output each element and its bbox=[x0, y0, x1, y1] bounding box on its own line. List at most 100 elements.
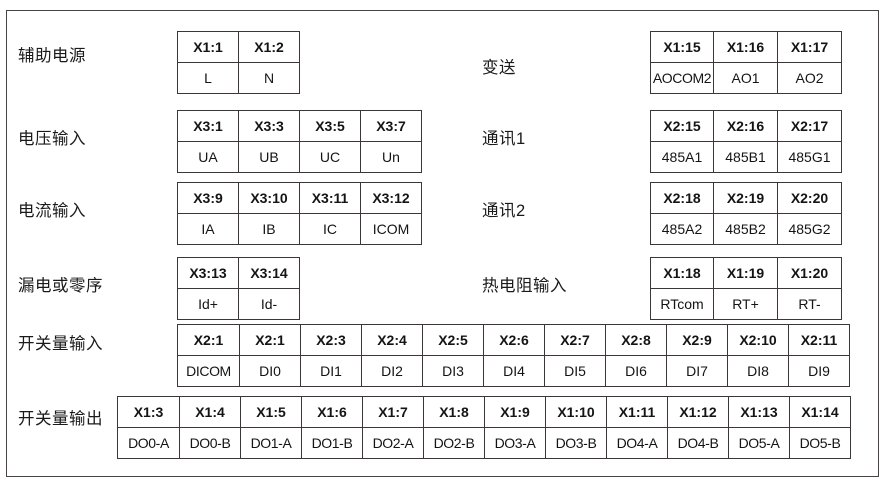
cell-address: X2:18 bbox=[650, 182, 714, 214]
table-current-input: X3:9 X3:10 X3:11 X3:12 IA IB IC ICOM bbox=[177, 182, 422, 245]
table-row-names: RTcom RT+ RT- bbox=[650, 288, 842, 320]
cell-address: X3:5 bbox=[299, 110, 361, 142]
cell-address: X3:1 bbox=[177, 110, 239, 142]
cell-address: X3:12 bbox=[360, 182, 422, 214]
cell-address: X3:7 bbox=[360, 110, 422, 142]
cell-address: X1:13 bbox=[728, 396, 790, 428]
row-label-digital-input: 开关量输入 bbox=[18, 335, 103, 353]
cell-address: X1:10 bbox=[545, 396, 607, 428]
cell-signal-name: Un bbox=[360, 141, 422, 173]
cell-address: X3:9 bbox=[177, 182, 239, 214]
cell-address: X1:11 bbox=[606, 396, 668, 428]
cell-signal-name: DO0-A bbox=[117, 427, 180, 459]
cell-address: X2:7 bbox=[544, 324, 606, 356]
table-row-addresses: X2:1 X2:1 X2:3 X2:4 X2:5 X2:6 X2:7 X2:8 … bbox=[177, 324, 850, 356]
table-row-names: L N bbox=[177, 62, 300, 94]
cell-signal-name: AO2 bbox=[777, 62, 842, 94]
cell-signal-name: DO3-A bbox=[484, 427, 546, 459]
cell-signal-name: DI4 bbox=[483, 355, 545, 387]
cell-address: X2:19 bbox=[713, 182, 778, 214]
table-auxiliary-power: X1:1 X1:2 L N bbox=[177, 31, 300, 94]
cell-signal-name: DICOM bbox=[177, 355, 240, 387]
cell-address: X3:14 bbox=[238, 257, 300, 289]
cell-signal-name: UB bbox=[238, 141, 300, 173]
cell-signal-name: IC bbox=[299, 213, 361, 245]
table-row-addresses: X1:15 X1:16 X1:17 bbox=[650, 31, 842, 63]
cell-signal-name: 485A2 bbox=[650, 213, 714, 245]
cell-signal-name: DI5 bbox=[544, 355, 606, 387]
table-row-names: AOCOM2 AO1 AO2 bbox=[650, 62, 842, 94]
cell-signal-name: DO4-A bbox=[606, 427, 668, 459]
table-digital-output: X1:3 X1:4 X1:5 X1:6 X1:7 X1:8 X1:9 X1:10… bbox=[117, 396, 851, 459]
cell-address: X2:4 bbox=[361, 324, 423, 356]
cell-signal-name: DO4-B bbox=[667, 427, 729, 459]
cell-address: X1:4 bbox=[179, 396, 241, 428]
cell-address: X1:15 bbox=[650, 31, 714, 63]
row-label-communication-1: 通讯1 bbox=[482, 130, 526, 148]
cell-signal-name: 485B1 bbox=[713, 141, 778, 173]
table-communication-2: X2:18 X2:19 X2:20 485A2 485B2 485G2 bbox=[650, 182, 842, 245]
cell-address: X1:1 bbox=[177, 31, 239, 63]
cell-signal-name: 485G1 bbox=[777, 141, 842, 173]
table-row-addresses: X3:1 X3:3 X3:5 X3:7 bbox=[177, 110, 422, 142]
cell-signal-name: DI6 bbox=[605, 355, 667, 387]
table-row-addresses: X3:13 X3:14 bbox=[177, 257, 300, 289]
cell-address: X2:1 bbox=[177, 324, 240, 356]
cell-signal-name: DO5-A bbox=[728, 427, 790, 459]
cell-signal-name: 485G2 bbox=[777, 213, 842, 245]
row-label-digital-output: 开关量输出 bbox=[18, 410, 103, 428]
cell-signal-name: DO2-A bbox=[362, 427, 424, 459]
cell-address: X1:17 bbox=[777, 31, 842, 63]
cell-address: X3:3 bbox=[238, 110, 300, 142]
cell-address: X2:17 bbox=[777, 110, 842, 142]
cell-signal-name: DO1-A bbox=[240, 427, 302, 459]
cell-address: X2:3 bbox=[300, 324, 362, 356]
cell-signal-name: ICOM bbox=[360, 213, 422, 245]
cell-address: X2:15 bbox=[650, 110, 714, 142]
cell-address: X1:20 bbox=[777, 257, 842, 289]
cell-signal-name: Id+ bbox=[177, 288, 239, 320]
cell-signal-name: UC bbox=[299, 141, 361, 173]
cell-address: X1:8 bbox=[423, 396, 485, 428]
table-row-addresses: X1:1 X1:2 bbox=[177, 31, 300, 63]
cell-address: X1:14 bbox=[789, 396, 851, 428]
row-label-leakage-or-zero-sequence: 漏电或零序 bbox=[18, 277, 103, 295]
table-row-names: DICOM DI0 DI1 DI2 DI3 DI4 DI5 DI6 DI7 DI… bbox=[177, 355, 850, 387]
row-label-communication-2: 通讯2 bbox=[482, 202, 526, 220]
cell-address: X1:16 bbox=[713, 31, 778, 63]
table-communication-1: X2:15 X2:16 X2:17 485A1 485B1 485G1 bbox=[650, 110, 842, 173]
cell-signal-name: AO1 bbox=[713, 62, 778, 94]
table-row-names: 485A1 485B1 485G1 bbox=[650, 141, 842, 173]
table-row-names: Id+ Id- bbox=[177, 288, 300, 320]
cell-address: X1:7 bbox=[362, 396, 424, 428]
row-label-auxiliary-power: 辅助电源 bbox=[18, 47, 86, 65]
table-rtd-input: X1:18 X1:19 X1:20 RTcom RT+ RT- bbox=[650, 257, 842, 320]
cell-signal-name: DO3-B bbox=[545, 427, 607, 459]
cell-address: X2:8 bbox=[605, 324, 667, 356]
table-voltage-input: X3:1 X3:3 X3:5 X3:7 UA UB UC Un bbox=[177, 110, 422, 173]
cell-signal-name: AOCOM2 bbox=[650, 62, 714, 94]
cell-address: X1:19 bbox=[713, 257, 778, 289]
cell-signal-name: DI8 bbox=[727, 355, 789, 387]
cell-signal-name: 485B2 bbox=[713, 213, 778, 245]
table-row-names: UA UB UC Un bbox=[177, 141, 422, 173]
cell-address: X1:18 bbox=[650, 257, 714, 289]
cell-address: X2:5 bbox=[422, 324, 484, 356]
table-row-addresses: X3:9 X3:10 X3:11 X3:12 bbox=[177, 182, 422, 214]
cell-signal-name: DO1-B bbox=[301, 427, 363, 459]
row-label-rtd-input: 热电阻输入 bbox=[482, 277, 567, 295]
cell-signal-name: Id- bbox=[238, 288, 300, 320]
table-row-addresses: X2:18 X2:19 X2:20 bbox=[650, 182, 842, 214]
cell-signal-name: DO2-B bbox=[423, 427, 485, 459]
cell-address: X1:2 bbox=[238, 31, 300, 63]
cell-address: X2:9 bbox=[666, 324, 728, 356]
cell-signal-name: RTcom bbox=[650, 288, 714, 320]
row-label-current-input: 电流输入 bbox=[18, 202, 86, 220]
cell-signal-name: RT- bbox=[777, 288, 842, 320]
table-transducer-output: X1:15 X1:16 X1:17 AOCOM2 AO1 AO2 bbox=[650, 31, 842, 94]
cell-signal-name: 485A1 bbox=[650, 141, 714, 173]
cell-address: X1:6 bbox=[301, 396, 363, 428]
cell-signal-name: DO0-B bbox=[179, 427, 241, 459]
table-row-addresses: X2:15 X2:16 X2:17 bbox=[650, 110, 842, 142]
